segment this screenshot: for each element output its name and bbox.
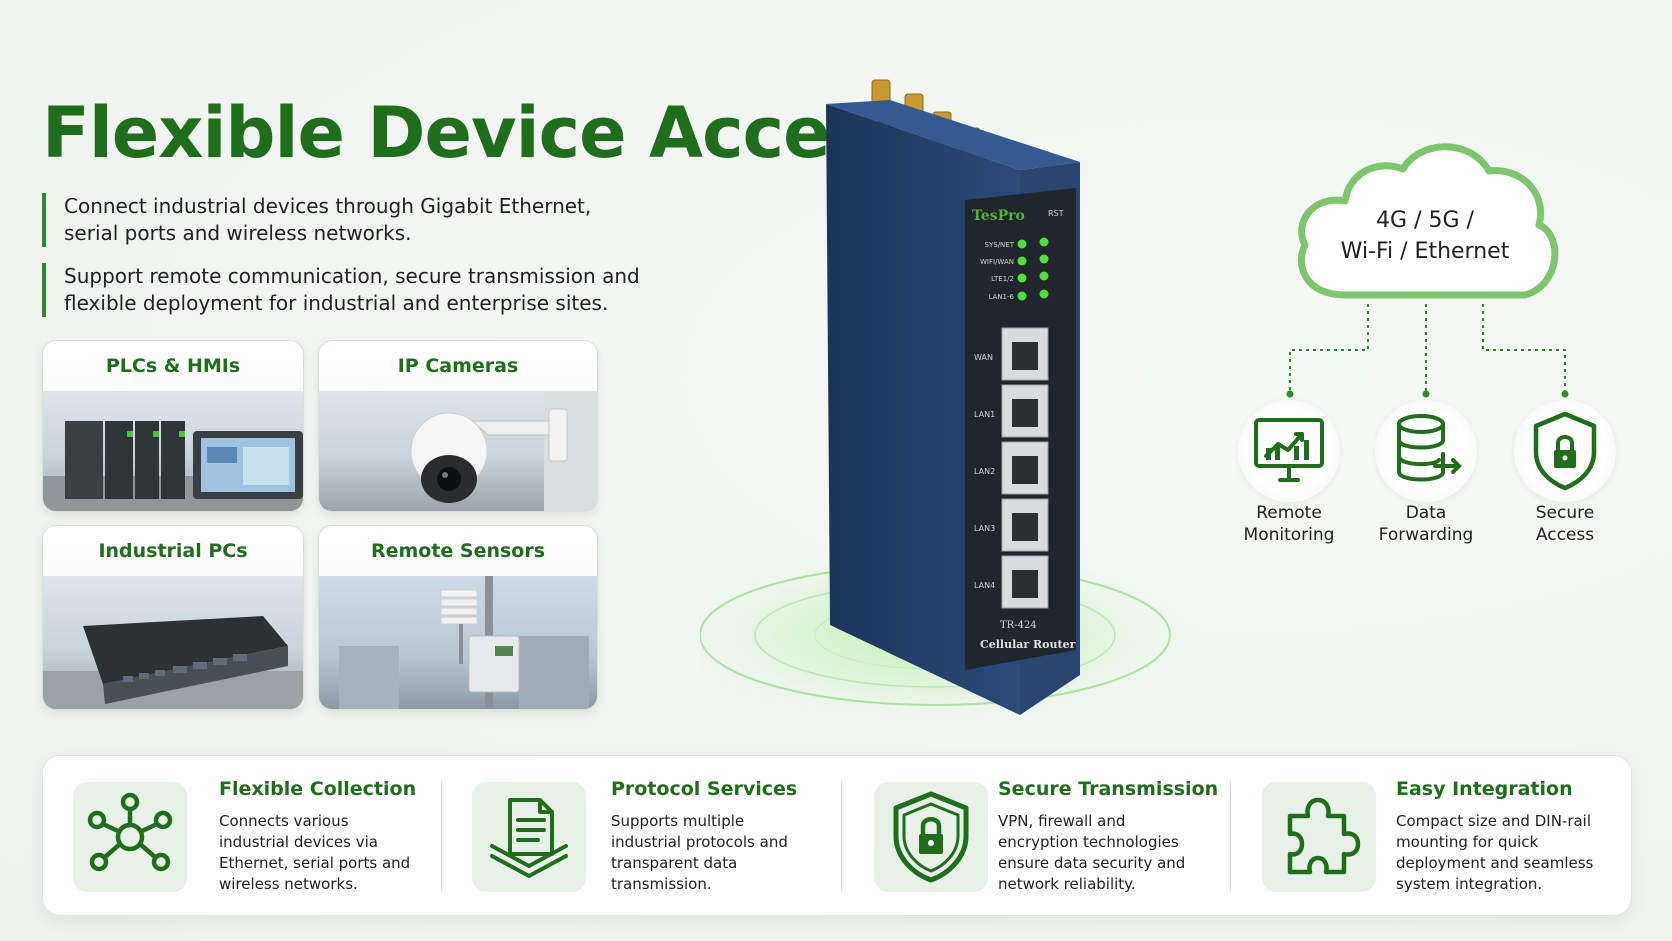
svg-text:Cellular Router: Cellular Router [980, 638, 1076, 651]
svg-text:WAN: WAN [974, 353, 993, 362]
bottom-icon-tile [1262, 782, 1376, 892]
cloud-icon [1297, 143, 1559, 299]
cloud-line-1: 4G / 5G / [1376, 208, 1474, 233]
feature-data-forwarding [1375, 400, 1477, 502]
bottom-text: Supports multiple industrial protocols a… [611, 812, 788, 893]
shield-lock-icon [893, 791, 969, 883]
feature-label-line-2: Forwarding [1378, 525, 1474, 545]
svg-text:LTE1/2: LTE1/2 [991, 275, 1014, 283]
lead-paragraph-2: Support remote communication, secure tra… [42, 263, 642, 317]
feature-label-line-1: Remote [1256, 503, 1322, 523]
tile-label: IP Cameras [397, 355, 519, 377]
database-icon [1397, 414, 1462, 482]
feature-label: Data Forwarding [1356, 502, 1496, 546]
bottom-text: Connects various industrial devices via … [219, 812, 411, 893]
svg-text:LAN2: LAN2 [974, 467, 995, 476]
shield-lock-icon [1533, 411, 1597, 491]
tile-label: PLCs & HMIs [105, 355, 241, 377]
industrial-pc-image [43, 616, 303, 709]
divider [841, 782, 842, 890]
cloud-connectors [1286, 304, 1569, 398]
puzzle-icon [1287, 797, 1361, 875]
svg-text:LAN3: LAN3 [974, 524, 995, 533]
plc-hmi-image [43, 421, 303, 511]
ip-camera-image [410, 391, 597, 511]
tile-label: Remote Sensors [370, 540, 546, 562]
tile-label: Industrial PCs [98, 540, 248, 562]
tile-plcs-hmis: PLCs & HMIs [42, 340, 304, 512]
svg-text:RST: RST [1048, 209, 1064, 218]
svg-text:LAN1-6: LAN1-6 [988, 293, 1014, 301]
bottom-title: Flexible Collection [219, 778, 417, 800]
tile-ip-cameras: IP Cameras [318, 340, 598, 512]
svg-text:TR-424: TR-424 [1000, 620, 1037, 631]
lead-paragraph-1: Connect industrial devices through Gigab… [42, 193, 642, 247]
document-stack-icon [490, 798, 568, 878]
feature-secure-access [1514, 400, 1616, 502]
bottom-icon-tile [73, 782, 187, 892]
remote-sensor-image [339, 576, 589, 709]
bottom-icon-tile [874, 782, 988, 892]
cloud-line-2: Wi-Fi / Ethernet [1340, 239, 1510, 264]
bottom-icon-tile [472, 782, 586, 892]
tile-remote-sensors: Remote Sensors [318, 525, 598, 710]
bottom-text: Compact size and DIN-rail mounting for q… [1396, 812, 1594, 893]
feature-remote-monitoring [1238, 400, 1340, 502]
feature-label-line-1: Data [1405, 503, 1447, 523]
feature-label-line-1: Secure [1535, 503, 1595, 523]
feature-label: Remote Monitoring [1219, 502, 1359, 546]
monitor-chart-icon [1254, 418, 1324, 482]
divider [441, 782, 442, 890]
tile-industrial-pcs: Industrial PCs [42, 525, 304, 710]
cloud-label: 4G / 5G / Wi-Fi / Ethernet [1310, 205, 1540, 267]
cellular-router-image: TesPro RST SYS/NET WIFI/WAN LTE1/2 LAN1-… [700, 79, 1200, 730]
svg-text:LAN1: LAN1 [974, 410, 995, 419]
svg-text:WIFI/WAN: WIFI/WAN [980, 258, 1014, 266]
network-node-icon [87, 792, 173, 872]
feature-label-line-2: Access [1535, 525, 1595, 545]
router-brand: TesPro [972, 208, 1025, 224]
bottom-title: Easy Integration [1396, 778, 1573, 800]
feature-label: Secure Access [1495, 502, 1635, 546]
svg-text:SYS/NET: SYS/NET [985, 241, 1015, 249]
page-title: Flexible Device Access [42, 92, 912, 174]
bottom-title: Secure Transmission [998, 778, 1219, 800]
bottom-title: Protocol Services [611, 778, 798, 800]
bottom-text: VPN, firewall and encryption technologie… [998, 812, 1186, 893]
divider [1230, 782, 1231, 890]
feature-label-line-2: Monitoring [1243, 525, 1335, 545]
svg-text:LAN4: LAN4 [974, 581, 995, 590]
